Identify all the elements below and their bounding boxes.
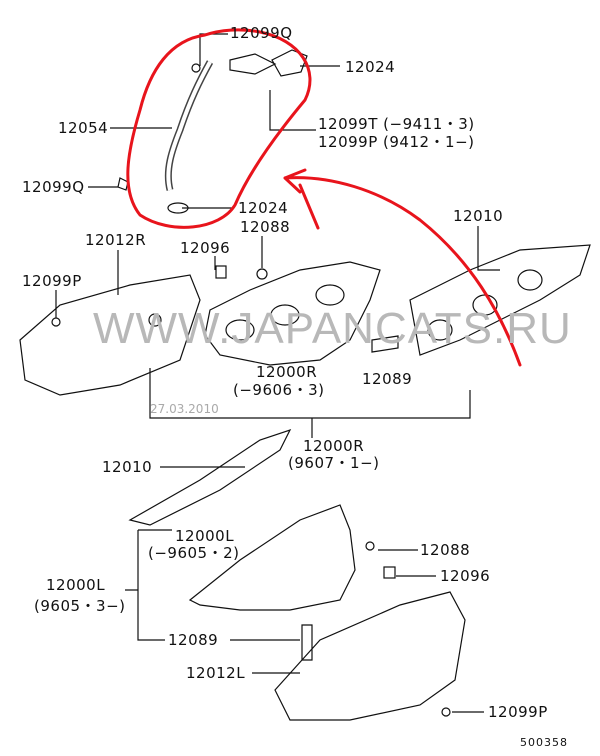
washer-12088-lower [365, 541, 375, 551]
part-label: 12088 [240, 218, 291, 236]
part-label: 12024 [345, 58, 396, 76]
part-label: 12099P [22, 272, 82, 290]
part-label: 12089 [362, 370, 413, 388]
part-label: (9607・1−) [288, 454, 380, 472]
gasket-12024 [271, 49, 308, 77]
nut-12096-lower [383, 566, 396, 579]
part-label: 12010 [453, 207, 504, 225]
heat-shield-12012L [274, 591, 466, 721]
date-stamp: 27.03.2010 [150, 402, 219, 416]
bolt-12099Q-top [191, 63, 201, 73]
part-label: 12000R [256, 363, 318, 381]
part-label: 12099P [488, 703, 548, 721]
part-label: 12012L [186, 664, 246, 682]
leader-line [269, 90, 316, 131]
bolt-12099P-lower [441, 707, 451, 717]
leader-line [125, 529, 172, 641]
bolt-12099Q [117, 177, 129, 191]
watermark: WWW.JAPANCATS.RU [93, 304, 572, 353]
gasket-12024-lower [167, 202, 189, 214]
gasket-12010-right [409, 244, 591, 356]
part-label: 12000L [175, 527, 235, 545]
pipe-12054 [164, 60, 214, 191]
part-label: (9605・3−) [34, 597, 126, 615]
part-label: 12054 [58, 119, 109, 137]
annotation-arrow [283, 168, 522, 367]
part-label: 12000R [303, 437, 365, 455]
gasket-12010-left [128, 428, 292, 526]
part-label: 12099T (−9411・3) [318, 115, 475, 133]
stud-12089 [371, 335, 399, 353]
bolt-12099P [51, 317, 61, 327]
washer-12088 [256, 268, 268, 280]
leader-line [477, 226, 500, 271]
part-label: (−9606・3) [233, 381, 325, 399]
part-label: 12099Q [22, 178, 85, 196]
part-label: 12010 [102, 458, 153, 476]
leader-line [199, 33, 228, 66]
part-label: 12099P (9412・1−) [318, 133, 475, 151]
gasket-flange [229, 53, 277, 75]
part-label: 12000L [46, 576, 106, 594]
part-label: 12088 [420, 541, 471, 559]
part-label: 12099Q [230, 24, 293, 42]
part-label: 12089 [168, 631, 219, 649]
part-label: 12024 [238, 199, 289, 217]
nut-12096 [215, 265, 227, 279]
diagram-code: 500358 [520, 736, 568, 749]
part-label: 12012R [85, 231, 147, 249]
annotation-circle [126, 28, 312, 229]
part-label: 12096 [440, 567, 491, 585]
part-label: (−9605・2) [148, 544, 240, 562]
stud-12089-lower [301, 624, 313, 661]
leader-line [149, 368, 471, 438]
heat-shield-12012R [19, 274, 201, 396]
manifold-12000R [204, 261, 381, 366]
manifold-12000L [188, 504, 356, 611]
red-annotation [126, 28, 522, 367]
part-label: 12096 [180, 239, 231, 257]
